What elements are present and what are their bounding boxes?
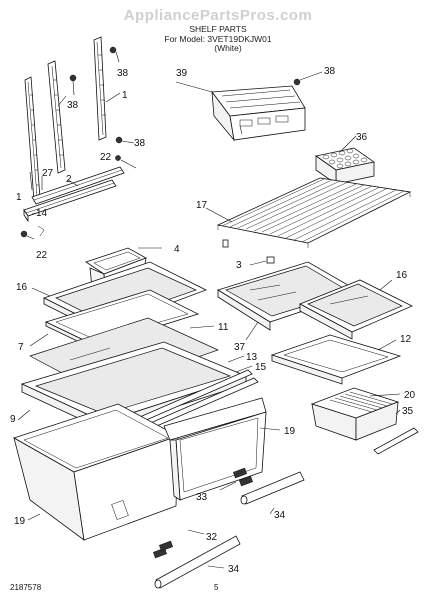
screw-38-mid — [69, 74, 77, 96]
callout-39: 39 — [176, 68, 188, 79]
footer-code: 2187578 — [10, 583, 42, 592]
shelf-divider-rail — [31, 166, 125, 205]
shelf-frame-39 — [211, 85, 306, 142]
callout-19: 19 — [284, 426, 296, 437]
callout-7: 7 — [18, 342, 24, 353]
callout-16: 16 — [16, 282, 28, 293]
drawer-trim-strip — [373, 427, 419, 455]
shelf-support-pin — [222, 239, 275, 266]
callout-12: 12 — [400, 334, 412, 345]
callout-38: 38 — [134, 138, 146, 149]
wire-shelf — [216, 177, 412, 248]
glass-shelf-37 — [217, 261, 361, 331]
callout-38: 38 — [117, 68, 129, 79]
diagram-title: SHELF PARTS — [189, 24, 247, 34]
drawer-clip-32 — [153, 540, 173, 559]
glass-shelf-16-right — [299, 279, 413, 340]
callout-38: 38 — [67, 100, 79, 111]
callout-13: 13 — [246, 352, 258, 363]
watermark-text: AppliancePartsPros.com — [124, 7, 313, 24]
callout-9: 9 — [10, 414, 16, 425]
crisper-drawer-left — [13, 403, 179, 541]
callout-34: 34 — [274, 510, 286, 521]
callout-16: 16 — [396, 270, 408, 281]
callout-32: 32 — [206, 532, 218, 543]
screw-38-upper — [109, 46, 120, 63]
drawer-trim-34-lower — [154, 535, 241, 589]
callout-34: 34 — [228, 564, 240, 575]
shelf-frame-12 — [270, 334, 402, 385]
screw-38-lower — [115, 136, 135, 144]
color-line: (White) — [214, 43, 242, 53]
callout-27: 27 — [42, 168, 54, 179]
callout-22: 22 — [36, 250, 48, 261]
drawer-trim-34-upper — [240, 471, 305, 505]
callout-37: 37 — [234, 342, 246, 353]
shelf-ladder-left — [24, 76, 41, 202]
callout-14: 14 — [36, 208, 48, 219]
callout-35: 35 — [402, 406, 414, 417]
callout-labels: 38 38 1 38 22 27 2 1 14 22 39 38 36 17 3… — [10, 66, 416, 575]
crisper-drawer-right — [163, 397, 267, 501]
callout-1: 1 — [16, 192, 22, 203]
callout-17: 17 — [196, 200, 208, 211]
callout-11: 11 — [218, 322, 229, 333]
egg-tray — [315, 147, 375, 185]
deli-drawer — [310, 387, 400, 441]
callout-2: 2 — [66, 174, 72, 185]
drawer-clip-33 — [233, 467, 253, 487]
callout-33: 33 — [196, 492, 208, 503]
screw-38-right — [293, 71, 323, 86]
rail-bracket — [23, 179, 117, 223]
screw-22-upper — [115, 155, 137, 169]
callout-38: 38 — [324, 66, 336, 77]
callout-1: 1 — [122, 90, 128, 101]
callout-20: 20 — [404, 390, 416, 401]
callout-15: 15 — [255, 362, 267, 373]
callout-4: 4 — [174, 244, 180, 255]
callout-3: 3 — [236, 260, 242, 271]
model-line: For Model: 3VET19DKJW01 — [164, 34, 272, 44]
page-number: 5 — [214, 583, 219, 592]
callout-36: 36 — [356, 132, 368, 143]
callout-19: 19 — [14, 516, 26, 527]
rail-clip — [37, 225, 45, 237]
screw-22-lower — [20, 230, 35, 240]
callout-22: 22 — [100, 152, 112, 163]
shelf-ladder-right — [93, 36, 107, 141]
shelf-ladder-middle — [47, 60, 66, 174]
leader-lines — [17, 81, 401, 569]
